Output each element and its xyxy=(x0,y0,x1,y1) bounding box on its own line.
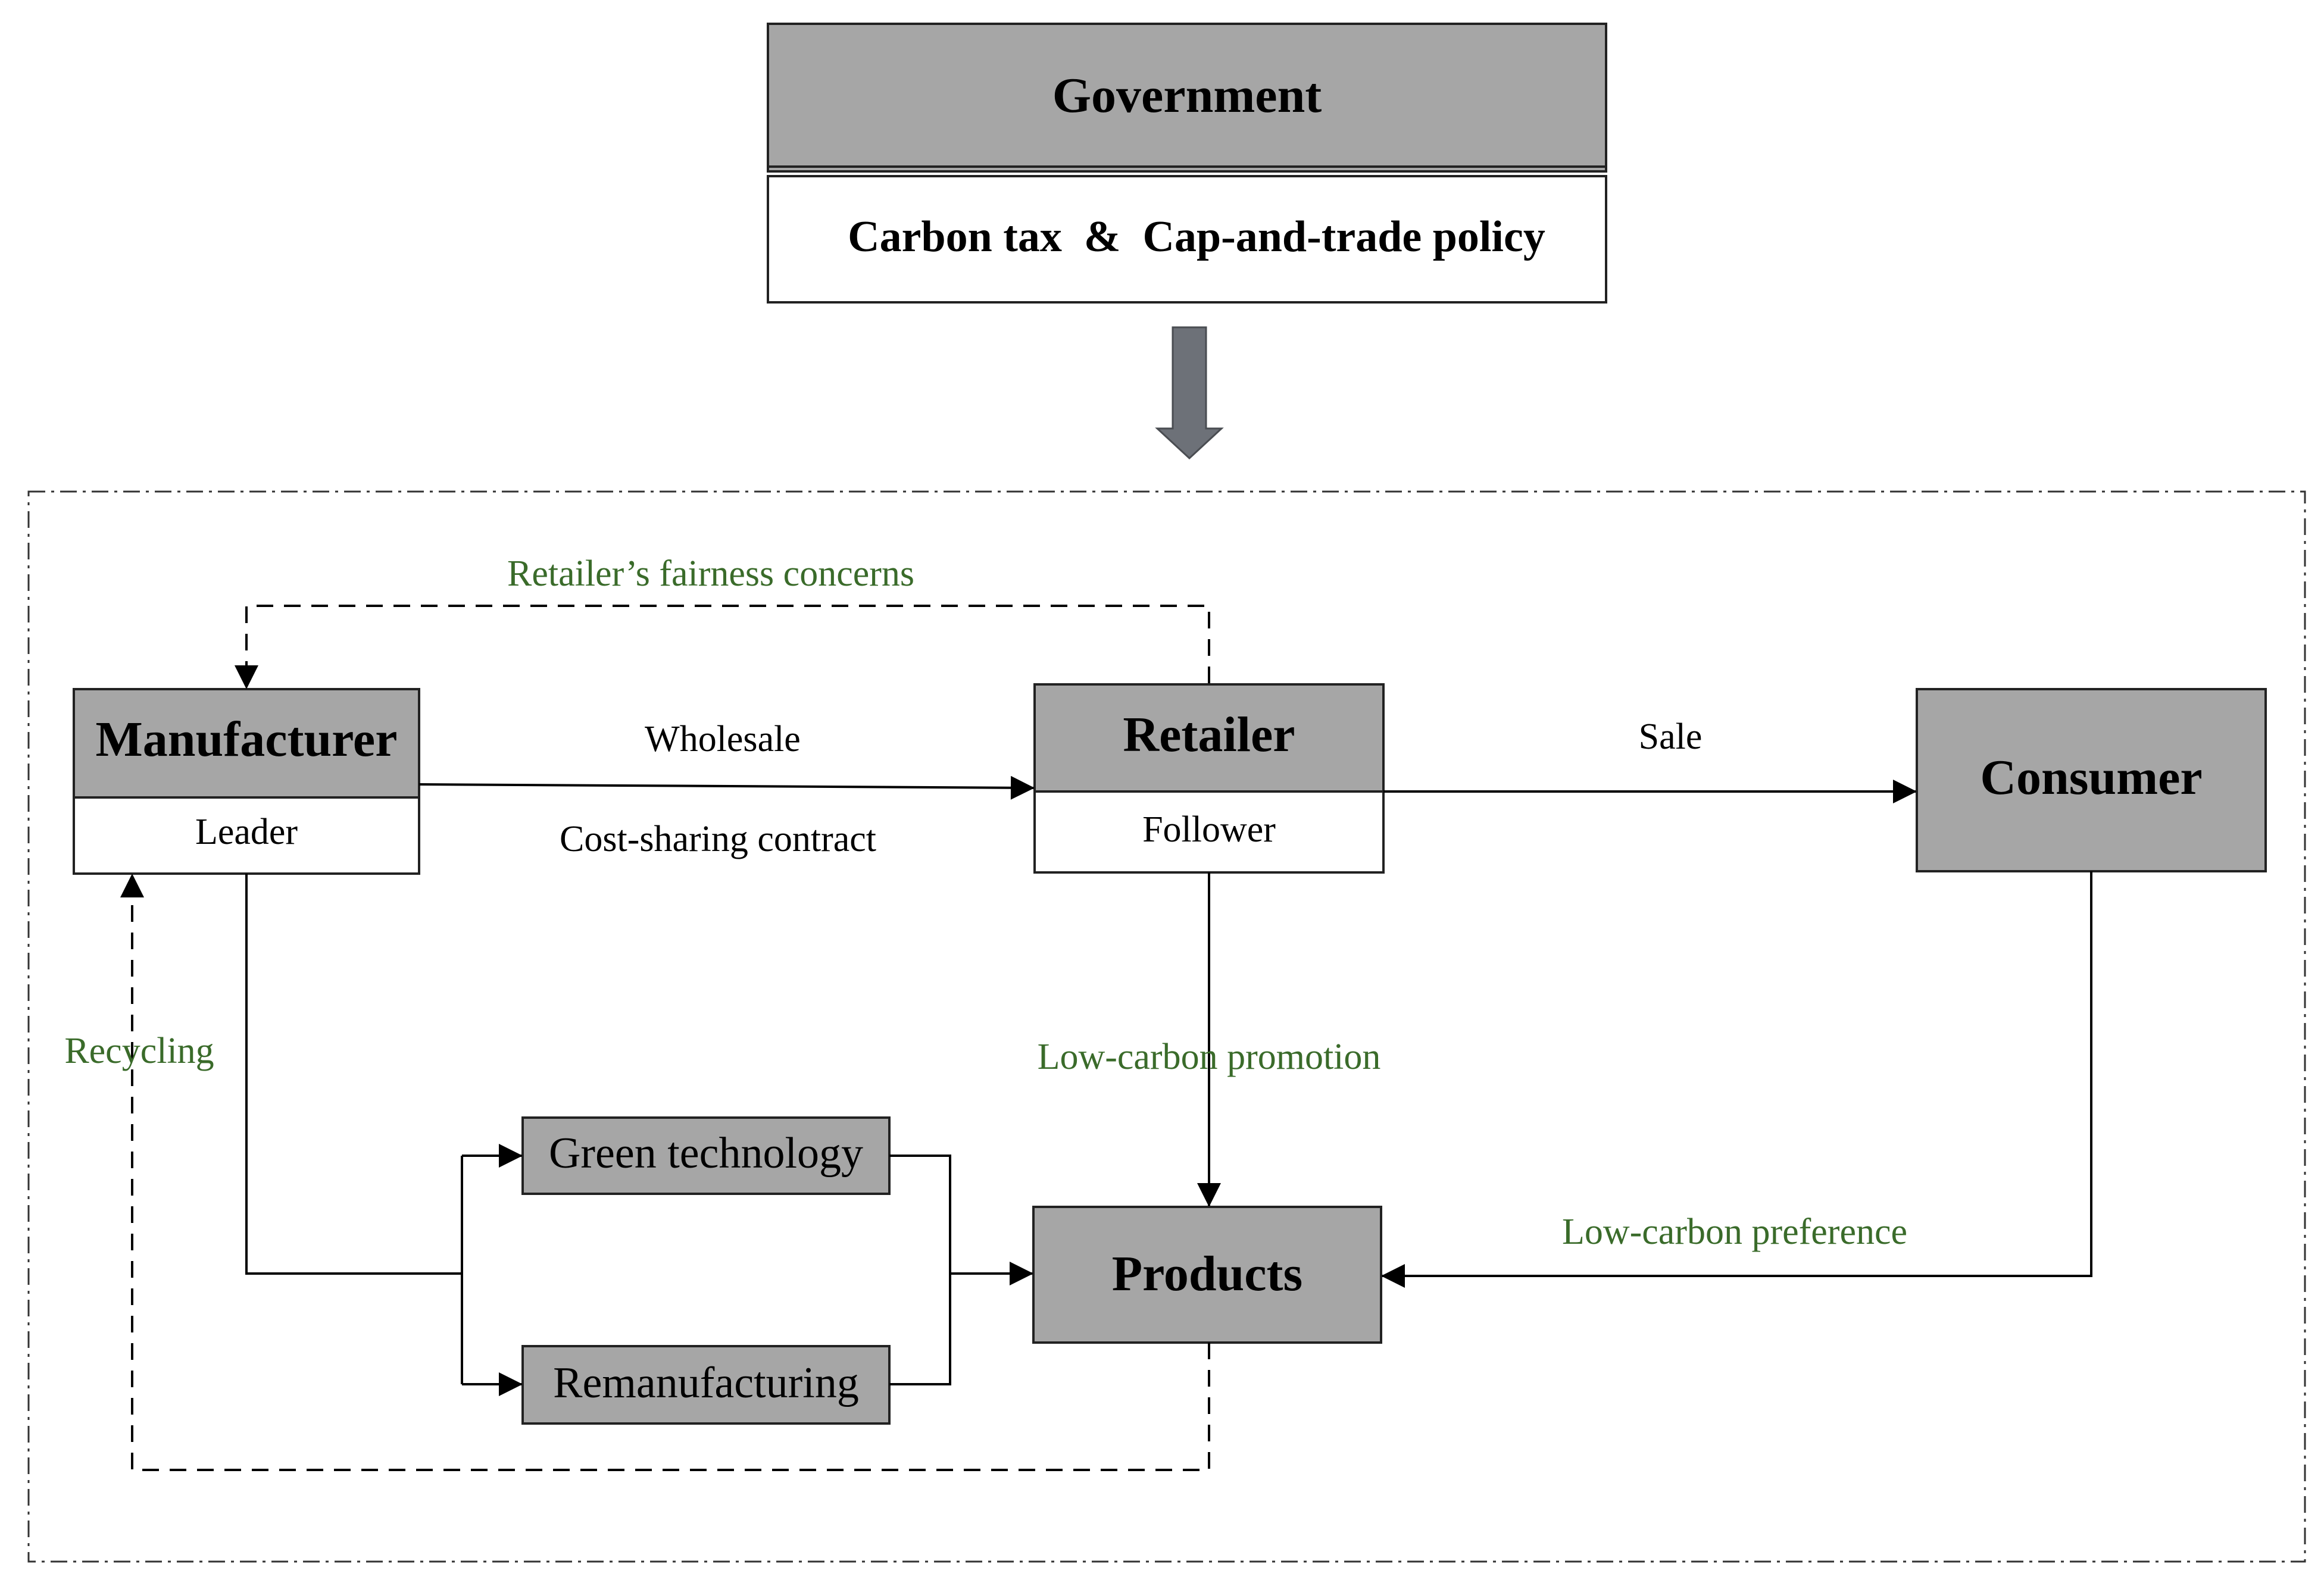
sale-label: Sale xyxy=(1639,717,1703,757)
fairness-dashed-arrow xyxy=(235,605,1210,689)
green-technology-label: Green technology xyxy=(549,1129,863,1178)
retailer-role: Follower xyxy=(1142,809,1276,850)
manufacturer-node: Manufacturer Leader xyxy=(73,688,420,875)
policy-label: Carbon tax & Cap-and-trade policy xyxy=(848,212,1545,261)
cost-sharing-label: Cost-sharing contract xyxy=(560,819,876,859)
consumer-node: Consumer xyxy=(1916,688,2267,872)
wholesale-arrow xyxy=(418,775,1035,800)
retailer-node: Retailer Follower xyxy=(1033,683,1385,874)
remanufacturing-node: Remanufacturing xyxy=(521,1345,891,1425)
fairness-label: Retailer’s fairness concerns xyxy=(507,553,914,594)
government-box: Government Carbon tax & Cap-and-trade po… xyxy=(767,23,1607,304)
retailer-role-box xyxy=(1033,790,1385,874)
green-technology-box xyxy=(521,1116,891,1195)
low-carbon-promotion-label: Low-carbon promotion xyxy=(1038,1037,1381,1077)
supply-chain-frame xyxy=(27,490,2306,1563)
big-down-arrow-icon xyxy=(1155,326,1224,460)
manufacturer-role: Leader xyxy=(195,812,298,852)
recycling-label: Recycling xyxy=(64,1031,214,1071)
retailer-label: Retailer xyxy=(1123,707,1295,762)
products-node: Products xyxy=(1032,1206,1382,1344)
recycling-dashed-arrow xyxy=(120,874,1210,1471)
government-title: Government xyxy=(1052,68,1322,123)
manufacturer-label: Manufacturer xyxy=(96,712,398,767)
products-box xyxy=(1032,1206,1382,1344)
wholesale-label: Wholesale xyxy=(645,719,801,759)
remanufacturing-label: Remanufacturing xyxy=(553,1359,859,1407)
manufacturer-branch-line xyxy=(245,874,462,1275)
merge-line xyxy=(889,1155,951,1385)
consumer-box xyxy=(1916,688,2267,872)
government-header xyxy=(767,23,1607,173)
green-technology-node: Green technology xyxy=(521,1116,891,1195)
consumer-label: Consumer xyxy=(1980,750,2202,805)
policy-box xyxy=(767,175,1607,304)
products-label: Products xyxy=(1112,1246,1302,1302)
preference-arrow xyxy=(1381,871,2092,1288)
remanufacturing-box xyxy=(521,1345,891,1425)
retailer-header xyxy=(1033,683,1385,793)
manufacturer-role-box xyxy=(73,796,420,875)
low-carbon-preference-label: Low-carbon preference xyxy=(1562,1212,1907,1252)
